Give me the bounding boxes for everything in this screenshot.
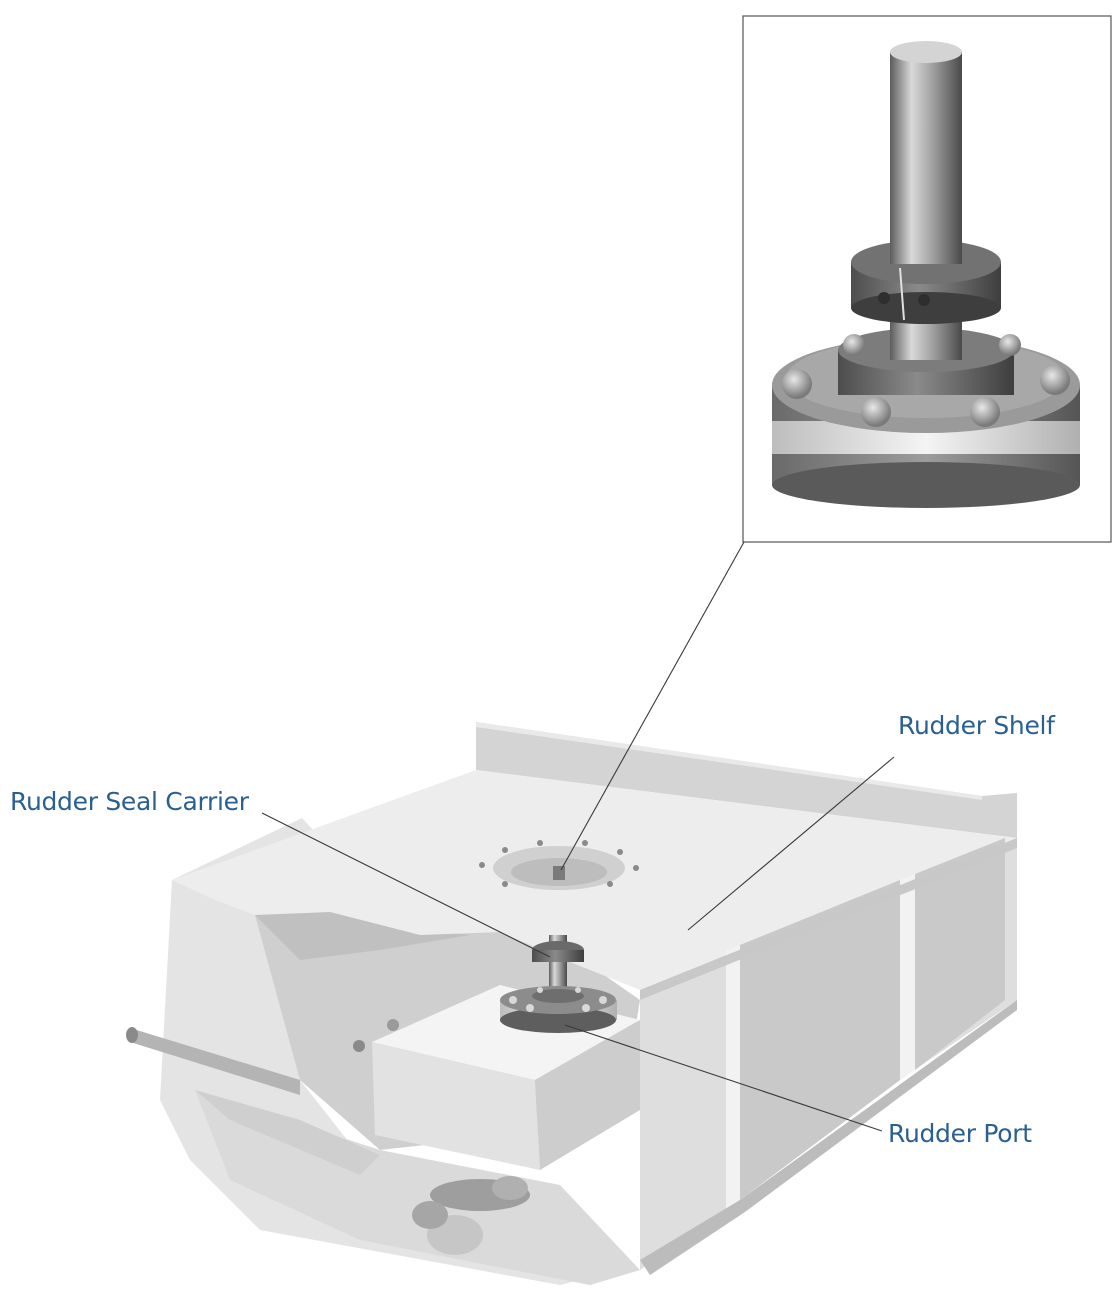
port-flange-bottom	[500, 1007, 616, 1033]
block-bolt-1	[387, 1019, 399, 1031]
propeller-blade-2	[492, 1176, 528, 1200]
inset-flange-bolts	[782, 334, 1070, 427]
shelf-edge	[640, 838, 1017, 1000]
cavity-shadow	[255, 905, 470, 960]
leader-lines	[261, 541, 895, 1132]
propeller-cap	[412, 1201, 448, 1229]
inset-flange-bottom-rim	[772, 462, 1080, 508]
rudder-seal-carrier-label: Rudder Seal Carrier	[10, 787, 249, 816]
prop-shaft-end	[126, 1027, 138, 1043]
shelf-leader-line	[687, 756, 895, 931]
shelf-bolt-holes	[479, 840, 639, 887]
port-leader-line	[564, 1024, 883, 1132]
seal-carrier-collar-side	[532, 950, 584, 962]
inset-collar-screw-1	[878, 292, 890, 304]
hull-structure	[126, 722, 1017, 1285]
girder-web-2	[900, 874, 915, 1080]
rudder-shelf-label: Rudder Shelf	[898, 711, 1055, 740]
inset-collar-screw-2	[918, 294, 930, 306]
girder-panel-2	[915, 838, 1005, 1070]
prop-shaft	[130, 1028, 300, 1095]
detail-inset	[742, 15, 1112, 543]
transom-top-edge	[476, 722, 982, 800]
block-bolt-2	[353, 1040, 365, 1052]
port-flange-bolts	[509, 987, 607, 1012]
girder-bottom-flange	[640, 1000, 1017, 1275]
port-block-side	[535, 1020, 640, 1170]
transom-plate	[476, 722, 1017, 838]
port-block-front	[372, 1042, 540, 1170]
girder-panel-1	[740, 880, 900, 1200]
port-flange-boss	[532, 989, 584, 1003]
inset-shaft-top	[890, 41, 962, 63]
girder-web-1	[726, 945, 740, 1210]
shaft-top-stub	[553, 866, 565, 880]
rudder-port-label: Rudder Port	[888, 1119, 1032, 1148]
seal-carrier-leader-line	[261, 812, 551, 958]
inset-upper-shaft	[890, 52, 962, 264]
inset-collar-split	[899, 267, 905, 321]
skeg	[195, 1090, 380, 1175]
inset-leader-line	[560, 541, 745, 871]
